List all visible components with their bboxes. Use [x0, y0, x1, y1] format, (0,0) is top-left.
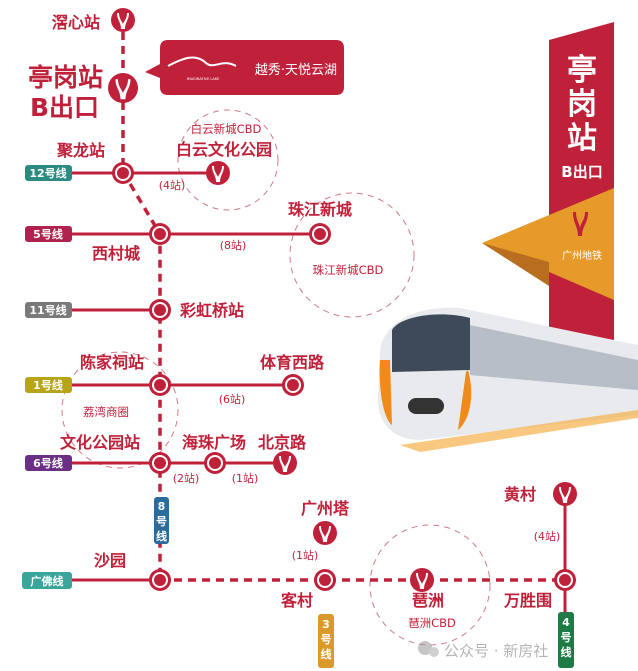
district-zhujiang-cbd: 珠江新城CBD: [313, 263, 384, 277]
svg-text:号: 号: [321, 633, 332, 646]
wechat-icon: [418, 641, 432, 655]
pazhou-cbd-ring: [369, 524, 491, 646]
station-tiyuxi: 体育西路: [260, 353, 325, 372]
sign-char: 亭: [567, 53, 597, 88]
district-pazhou-cbd: 琶洲CBD: [408, 616, 456, 630]
svg-text:公众号 · 新房社: 公众号 · 新房社: [444, 642, 548, 660]
svg-text:3: 3: [322, 618, 330, 631]
station-huangcun: 黄村: [504, 485, 536, 504]
metro-station-icon: [313, 521, 337, 545]
lake-logo-icon: [167, 56, 237, 67]
transfer-station-icon: [282, 374, 304, 396]
transfer-station-icon: [314, 569, 336, 591]
transfer-station-icon: [149, 374, 171, 396]
train-image: [378, 307, 638, 452]
transfer-station-icon: [149, 452, 171, 474]
svg-text:1号线: 1号线: [33, 378, 63, 392]
main-station-exit: B出口: [30, 93, 99, 122]
metro-station-icon: [111, 8, 135, 32]
sign-char: 站: [567, 121, 597, 156]
metro-station-icon: [206, 161, 230, 185]
stop-count: (4站): [534, 529, 561, 543]
station-haizhu: 海珠广场: [182, 433, 246, 452]
logo-caption: IMAGINATIVE LAKE: [187, 77, 220, 81]
station-baiyun-park: 白云文化公园: [176, 140, 272, 159]
svg-text:6号线: 6号线: [33, 456, 63, 470]
stop-count: (6站): [219, 392, 246, 406]
svg-text:号: 号: [156, 515, 167, 528]
svg-text:广佛线: 广佛线: [31, 574, 64, 588]
svg-text:12号线: 12号线: [29, 166, 66, 180]
main-line-dashed: [121, 32, 162, 580]
station-caihongqiao: 彩虹桥站: [179, 301, 244, 320]
station-julong: 聚龙站: [56, 141, 105, 160]
station-wanshengwei: 万胜围: [503, 591, 552, 610]
district-liwan: 荔湾商圈: [83, 405, 129, 419]
badge-line-11: 11号线: [25, 302, 72, 318]
baiyun-cbd-ring: [177, 109, 279, 211]
station-shayuan: 沙园: [94, 551, 126, 570]
zhujiang-cbd-ring: [289, 192, 415, 318]
guangzhou-metro-logo-icon: [573, 212, 588, 236]
badge-guangfo-line: 广佛线: [22, 572, 72, 589]
station-pazhou: 琶洲: [412, 591, 444, 610]
transfer-station-icon: [309, 223, 331, 245]
metro-station-icon: [410, 568, 434, 592]
station-guangzhouta: 广州塔: [301, 499, 350, 518]
svg-text:号: 号: [561, 631, 572, 644]
badge-line-12: 12号线: [25, 165, 72, 181]
svg-text:5号线: 5号线: [33, 227, 63, 241]
metro-station-icon: [273, 451, 297, 475]
station-sign: 亭 岗 站 B出口 广州地铁: [482, 22, 614, 372]
badge-line-5: 5号线: [25, 226, 72, 242]
station-jiaoxin: 滘心站: [52, 13, 100, 32]
svg-text:11号线: 11号线: [29, 303, 66, 317]
badge-line-3: 3 号线: [318, 614, 334, 668]
stop-count: (1站): [292, 548, 319, 562]
metro-station-icon: [108, 73, 138, 103]
sign-char: 岗: [567, 87, 597, 122]
station-xicuncheng: 西村城: [92, 244, 140, 263]
svg-text:8: 8: [158, 500, 166, 513]
station-zhujiang: 珠江新城: [288, 200, 352, 219]
svg-text:线: 线: [561, 645, 572, 659]
station-beijinglu: 北京路: [258, 433, 307, 452]
stop-count: (4站): [159, 178, 186, 192]
transfer-station-icon: [112, 162, 134, 184]
station-wenhuapark: 文化公园站: [60, 433, 140, 452]
operator-name: 广州地铁: [562, 249, 602, 262]
stop-count: (1站): [232, 471, 259, 485]
metro-station-icon: [553, 482, 577, 506]
svg-text:4: 4: [562, 616, 570, 629]
liwan-ring: [61, 351, 179, 469]
stop-count: (2站): [173, 471, 200, 485]
transfer-station-icon: [149, 569, 171, 591]
station-kecun: 客村: [281, 591, 313, 610]
project-banner[interactable]: IMAGINATIVE LAKE 越秀·天悦云湖: [145, 40, 344, 95]
watermark: 公众号 · 新房社: [418, 641, 548, 660]
svg-text:线: 线: [156, 529, 167, 543]
main-station-name: 亭岗站: [28, 63, 103, 92]
transfer-station-icon: [204, 452, 226, 474]
svg-text:线: 线: [321, 647, 332, 661]
district-baiyun-cbd: 白云新城CBD: [191, 122, 262, 136]
brand-name: 越秀·天悦云湖: [255, 63, 337, 78]
transfer-station-icon: [149, 299, 171, 321]
transfer-station-icon: [554, 569, 576, 591]
badge-line-4: 4 号线: [558, 612, 574, 668]
station-chenjiaci: 陈家祠站: [80, 353, 144, 372]
badge-line-8: 8 号线: [154, 497, 169, 544]
transfer-station-icon: [149, 223, 171, 245]
sign-exit: B出口: [561, 163, 602, 181]
badge-line-6: 6号线: [25, 455, 72, 471]
stop-count: (8站): [220, 238, 247, 252]
badge-line-1: 1号线: [25, 377, 72, 393]
